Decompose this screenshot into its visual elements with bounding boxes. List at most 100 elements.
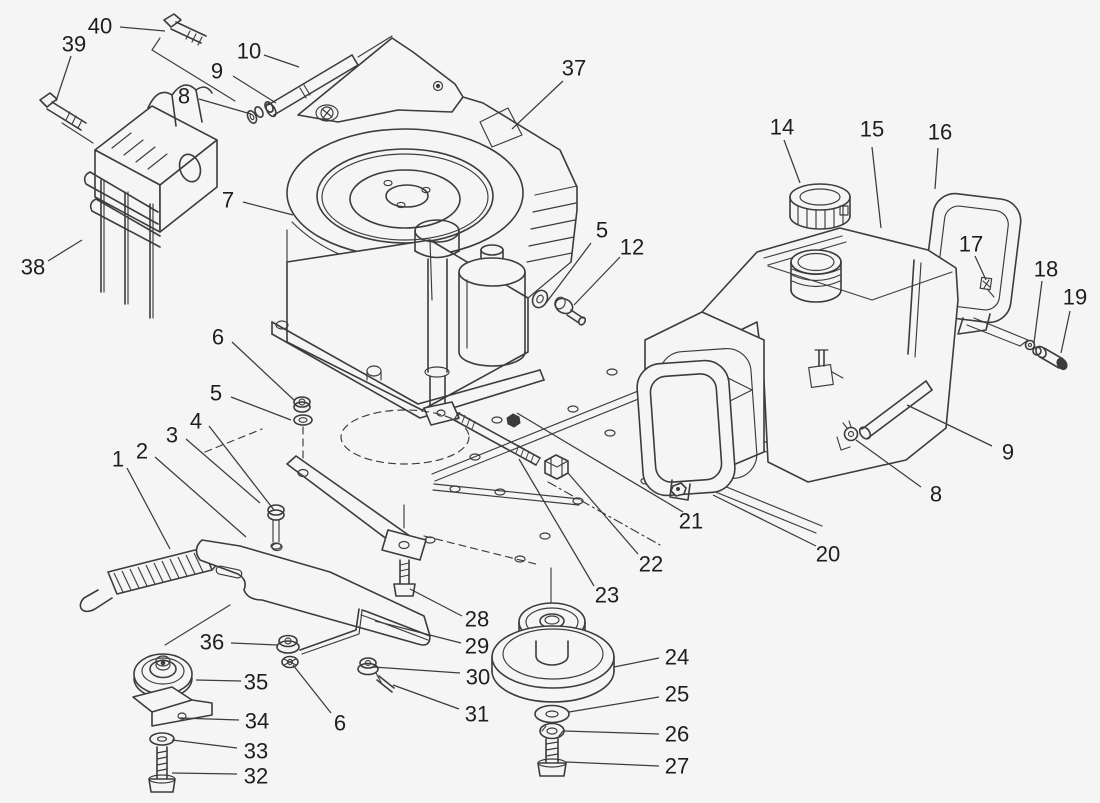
leader-line-32 — [171, 772, 238, 775]
callout-38: 38 — [21, 255, 45, 280]
fuel-cap-14 — [789, 183, 851, 230]
leader-line-28 — [409, 588, 463, 617]
callout-17: 17 — [959, 232, 983, 257]
leader-line-5 — [545, 242, 592, 304]
idler-bracket-34 — [132, 686, 213, 727]
leader-line-22 — [567, 472, 639, 555]
leader-line-25 — [568, 696, 660, 713]
fuel-petcock — [808, 349, 844, 389]
idler-assembly — [79, 411, 615, 793]
callout-21: 21 — [679, 509, 703, 534]
flange-nut-30 — [357, 657, 379, 676]
leader-line-9 — [906, 404, 993, 447]
leader-line-2 — [154, 456, 247, 538]
callout-15: 15 — [860, 117, 884, 142]
tube-spacer-9 — [254, 101, 274, 118]
callout-20: 20 — [816, 542, 840, 567]
muffler-guard — [83, 84, 218, 319]
callout-19: 19 — [1063, 285, 1087, 310]
fuel-line-9 — [858, 380, 933, 440]
callout-12: 12 — [620, 235, 644, 260]
leader-line-6 — [292, 664, 332, 714]
mount-hole-phantom — [340, 409, 470, 465]
blower-housing — [286, 128, 524, 269]
cylinder-fins — [526, 185, 578, 263]
washer-25 — [534, 704, 570, 724]
callout-35: 35 — [244, 670, 268, 695]
nut-6-upper — [293, 396, 311, 413]
callout-8: 8 — [930, 482, 942, 507]
washer-33 — [149, 732, 175, 746]
leader-line-7 — [242, 201, 294, 216]
muffler-bolt-40 — [151, 13, 236, 102]
lock-washer-26 — [539, 722, 565, 740]
nut-stack-3-4 — [267, 504, 285, 550]
oil-fill-tube — [414, 219, 460, 426]
guard-rails — [83, 171, 161, 248]
callout-1: 1 — [112, 447, 124, 472]
hose-clamp-8 — [836, 420, 859, 451]
leader-line-29 — [374, 620, 462, 644]
callout-34: 34 — [245, 709, 269, 734]
leader-line-5 — [230, 396, 292, 421]
pin-31 — [375, 672, 395, 693]
mounting-flange — [271, 320, 545, 419]
callout-5: 5 — [596, 218, 608, 243]
guard-loops — [147, 84, 213, 127]
callout-14: 14 — [770, 115, 794, 140]
leader-line-38 — [47, 239, 83, 262]
callout-24: 24 — [665, 645, 689, 670]
belt-guide-29 — [299, 608, 431, 655]
callout-5: 5 — [210, 381, 222, 406]
fuel-tank-assembly — [636, 183, 1068, 501]
callout-7: 7 — [222, 188, 234, 213]
washer-18 — [1024, 339, 1042, 356]
frame-mount-bolt — [506, 413, 521, 428]
callout-29: 29 — [465, 634, 489, 659]
callout-2: 2 — [136, 439, 148, 464]
leader-line-27 — [565, 761, 660, 767]
muffler-hatch — [111, 132, 168, 170]
bolt-19 — [1035, 345, 1068, 371]
leader-line-36 — [230, 642, 279, 646]
leader-line-19 — [1060, 310, 1071, 354]
callout-28: 28 — [465, 607, 489, 632]
leader-line-33 — [171, 739, 238, 749]
callout-8: 8 — [178, 84, 190, 109]
leader-line-21 — [516, 412, 684, 513]
rod-22 — [453, 411, 541, 466]
callout-32: 32 — [244, 764, 268, 789]
callout-3: 3 — [166, 423, 178, 448]
bracket-bolt-21 — [670, 482, 687, 497]
engine-top-bracket — [297, 37, 464, 123]
callout-18: 18 — [1034, 257, 1058, 282]
idler-pulley-35 — [133, 653, 193, 699]
leader-line-10 — [263, 54, 300, 68]
callout-30: 30 — [466, 665, 490, 690]
leader-line-4 — [208, 425, 275, 511]
callout-10: 10 — [237, 39, 261, 64]
leader-line-37 — [511, 80, 564, 130]
callout-16: 16 — [928, 120, 952, 145]
callout-27: 27 — [665, 754, 689, 779]
tank-bracket-20 — [636, 347, 758, 501]
callout-37: 37 — [562, 56, 586, 81]
shoulder-washer-8 — [246, 110, 258, 124]
callout-22: 22 — [639, 552, 663, 577]
leader-line-16 — [934, 147, 939, 190]
engine-model-panel — [479, 107, 523, 148]
bolt-32 — [148, 746, 176, 793]
muffler-bolt-39 — [39, 92, 94, 144]
clip-17 — [979, 276, 995, 298]
starter-motor — [458, 244, 526, 367]
leader-line-31 — [392, 684, 460, 710]
callout-33: 33 — [244, 739, 268, 764]
spacer-23 — [544, 454, 569, 480]
callout-9: 9 — [1002, 440, 1014, 465]
star-washer-6 — [281, 655, 299, 669]
leader-line-8 — [855, 439, 922, 488]
leader-line-6 — [231, 341, 296, 402]
baseplate-holes — [424, 368, 652, 563]
callout-40: 40 — [88, 14, 112, 39]
